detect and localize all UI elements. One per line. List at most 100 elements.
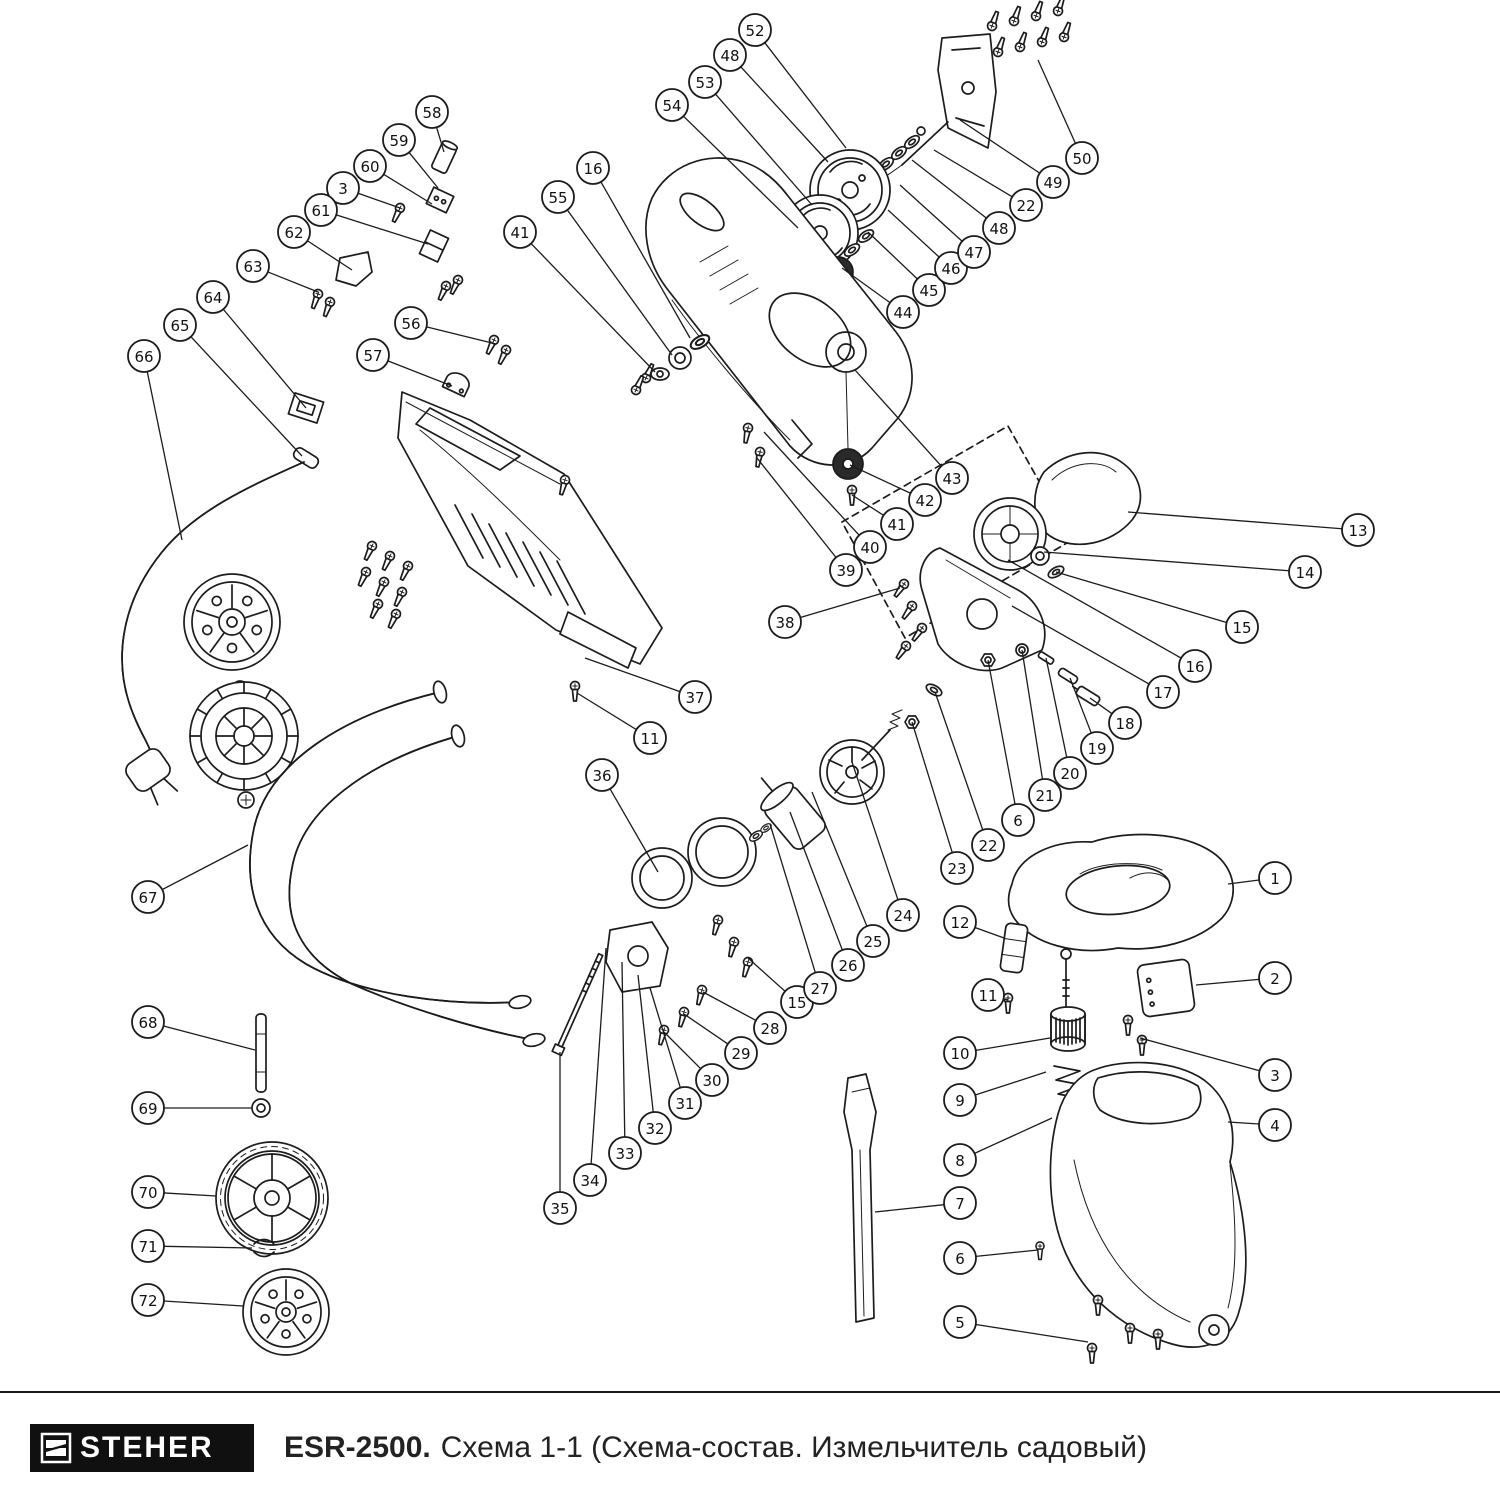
svg-text:53: 53 [695,74,714,92]
callout-13: 13 [1127,511,1375,547]
callout-11: 11 [576,692,667,755]
svg-text:54: 54 [662,97,681,115]
callout-14: 14 [1043,551,1322,589]
svg-text:27: 27 [810,980,829,998]
hopper-funnel [397,391,663,702]
callout-46: 46 [887,209,968,285]
callout-28: 28 [702,991,787,1045]
svg-text:66: 66 [134,348,153,366]
svg-text:7: 7 [955,1195,965,1213]
callout-57: 57 [356,338,453,387]
callout-3: 3 [326,171,401,209]
callout-22: 22 [934,691,1005,862]
callout-16: 16 [1007,559,1212,683]
svg-text:41: 41 [510,224,529,242]
callout-34: 34 [573,947,607,1197]
svg-text:50: 50 [1072,150,1091,168]
svg-text:33: 33 [615,1145,634,1163]
callout-67: 67 [131,844,249,914]
svg-text:24: 24 [893,907,912,925]
svg-text:63: 63 [243,258,262,276]
brand-logo: STEHER [30,1424,254,1472]
wheel-tire-lower [215,1141,329,1255]
power-cord [121,461,305,806]
callout-56: 56 [394,306,497,345]
svg-text:5: 5 [955,1314,965,1332]
callout-64: 64 [196,280,307,409]
callout-69: 69 [131,1091,252,1125]
callout-58: 58 [415,95,449,153]
callout-71: 71 [131,1229,253,1263]
cutter-disc [973,497,1067,581]
svg-text:39: 39 [836,562,855,580]
callout-70: 70 [131,1175,217,1209]
callout-25: 25 [811,791,890,958]
svg-text:46: 46 [941,260,960,278]
callout-36: 36 [585,758,659,873]
svg-text:36: 36 [592,767,611,785]
svg-text:32: 32 [645,1120,664,1138]
callout-44: 44 [841,267,920,329]
hubcap [242,1268,330,1356]
svg-text:3: 3 [1270,1067,1280,1085]
callout-29: 29 [683,1013,758,1070]
svg-text:72: 72 [138,1292,157,1310]
callout-49: 49 [959,119,1070,199]
svg-text:70: 70 [138,1184,157,1202]
svg-text:23: 23 [947,860,966,878]
svg-text:16: 16 [1185,658,1204,676]
svg-text:17: 17 [1153,684,1172,702]
callout-68: 68 [131,1005,256,1051]
svg-text:31: 31 [675,1095,694,1113]
hub-bolt [237,791,255,809]
svg-text:45: 45 [919,282,938,300]
svg-text:22: 22 [1016,197,1035,215]
callout-43: 43 [854,369,969,495]
callout-8: 8 [943,1117,1053,1177]
callout-24: 24 [851,761,920,932]
svg-text:6: 6 [955,1250,965,1268]
svg-text:3: 3 [338,180,348,198]
svg-text:28: 28 [760,1020,779,1038]
callout-55: 55 [541,180,673,356]
access-panel [1136,958,1196,1018]
upper-housing [645,157,913,466]
callout-16: 16 [576,151,691,339]
power-plug [125,748,179,806]
svg-text:30: 30 [702,1072,721,1090]
svg-text:21: 21 [1035,787,1054,805]
sub-assembly-boundary [841,425,1073,639]
callout-11: 11 [971,978,1009,1012]
callout-37: 37 [584,657,712,714]
motor-exploded [551,709,920,1057]
callout-30: 30 [663,1031,729,1097]
svg-text:59: 59 [389,132,408,150]
callout-48: 48 [911,159,1016,245]
callout-5: 5 [943,1305,1089,1343]
svg-text:58: 58 [422,104,441,122]
callout-65: 65 [163,308,303,457]
callout-32: 32 [637,974,672,1145]
callout-2: 2 [1195,961,1292,995]
svg-text:22: 22 [978,837,997,855]
callout-19: 19 [1069,677,1114,765]
svg-text:41: 41 [887,516,906,534]
callout-63: 63 [236,249,319,293]
svg-text:47: 47 [964,244,983,262]
stand-housing [1035,1014,1247,1364]
callout-7: 7 [874,1186,977,1220]
svg-text:61: 61 [311,202,330,220]
svg-text:25: 25 [863,933,882,951]
svg-text:34: 34 [580,1172,599,1190]
callout-42: 42 [849,464,942,517]
svg-text:49: 49 [1043,174,1062,192]
svg-text:67: 67 [138,889,157,907]
svg-text:60: 60 [360,158,379,176]
callout-26: 26 [789,811,865,982]
svg-text:4: 4 [1270,1117,1280,1135]
callout-41: 41 [503,215,656,373]
svg-text:13: 13 [1348,522,1367,540]
svg-text:18: 18 [1115,715,1134,733]
